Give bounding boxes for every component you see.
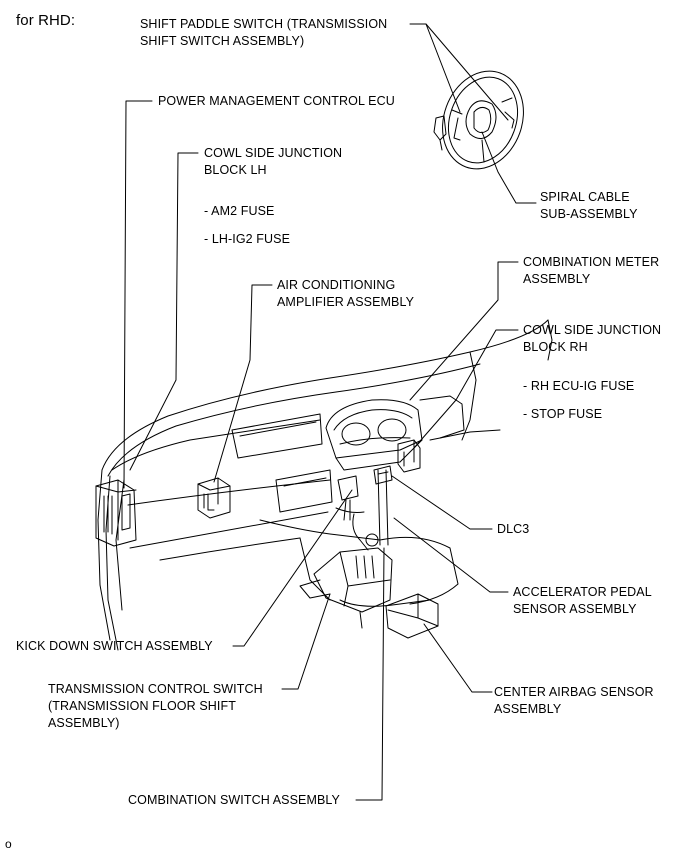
label-dlc3: DLC3	[497, 522, 530, 536]
leader-lines	[123, 23, 537, 801]
label-am2-fuse: - AM2 FUSE	[204, 204, 275, 218]
label-cowl-side-junction-block-lh: COWL SIDE JUNCTION BLOCK LH	[204, 146, 343, 177]
label-spiral-cable: SPIRAL CABLE SUB-ASSEMBLY	[540, 190, 638, 221]
label-air-conditioning-amplifier: AIR CONDITIONING AMPLIFIER ASSEMBLY	[277, 278, 415, 309]
page-heading: for RHD:	[16, 12, 76, 29]
label-shift-paddle-switch: SHIFT PADDLE SWITCH (TRANSMISSION SHIFT …	[140, 17, 388, 48]
steering-wheel-illustration	[433, 70, 524, 170]
label-combination-meter: COMBINATION METER ASSEMBLY	[523, 255, 660, 286]
label-center-airbag-sensor: CENTER AIRBAG SENSOR ASSEMBLY	[494, 685, 654, 716]
transmission-floor-shift-illustration	[299, 513, 393, 629]
figure-id: o	[5, 837, 12, 851]
label-combination-switch: COMBINATION SWITCH ASSEMBLY	[128, 793, 340, 807]
power-management-ecu-illustration	[95, 479, 137, 547]
combination-meter-illustration	[325, 399, 423, 471]
label-stop-fuse: - STOP FUSE	[523, 407, 603, 421]
dlc3-illustration	[373, 465, 393, 485]
air-conditioning-amplifier-illustration	[197, 477, 231, 519]
label-kick-down-switch: KICK DOWN SWITCH ASSEMBLY	[16, 639, 213, 653]
label-power-management-control-ecu: POWER MANAGEMENT CONTROL ECU	[158, 94, 395, 108]
cowl-side-junction-block-rh-illustration	[397, 439, 421, 473]
label-lh-ig2-fuse: - LH-IG2 FUSE	[204, 232, 291, 246]
dashboard-illustration	[97, 319, 553, 651]
label-transmission-control-switch: TRANSMISSION CONTROL SWITCH (TRANSMISSIO…	[48, 682, 263, 730]
label-accelerator-pedal-sensor: ACCELERATOR PEDAL SENSOR ASSEMBLY	[513, 585, 652, 616]
kick-down-switch-illustration	[335, 475, 365, 521]
label-rh-ecu-ig-fuse: - RH ECU-IG FUSE	[523, 379, 635, 393]
label-cowl-side-junction-block-rh: COWL SIDE JUNCTION BLOCK RH	[523, 323, 662, 354]
center-airbag-sensor-illustration	[385, 593, 439, 639]
